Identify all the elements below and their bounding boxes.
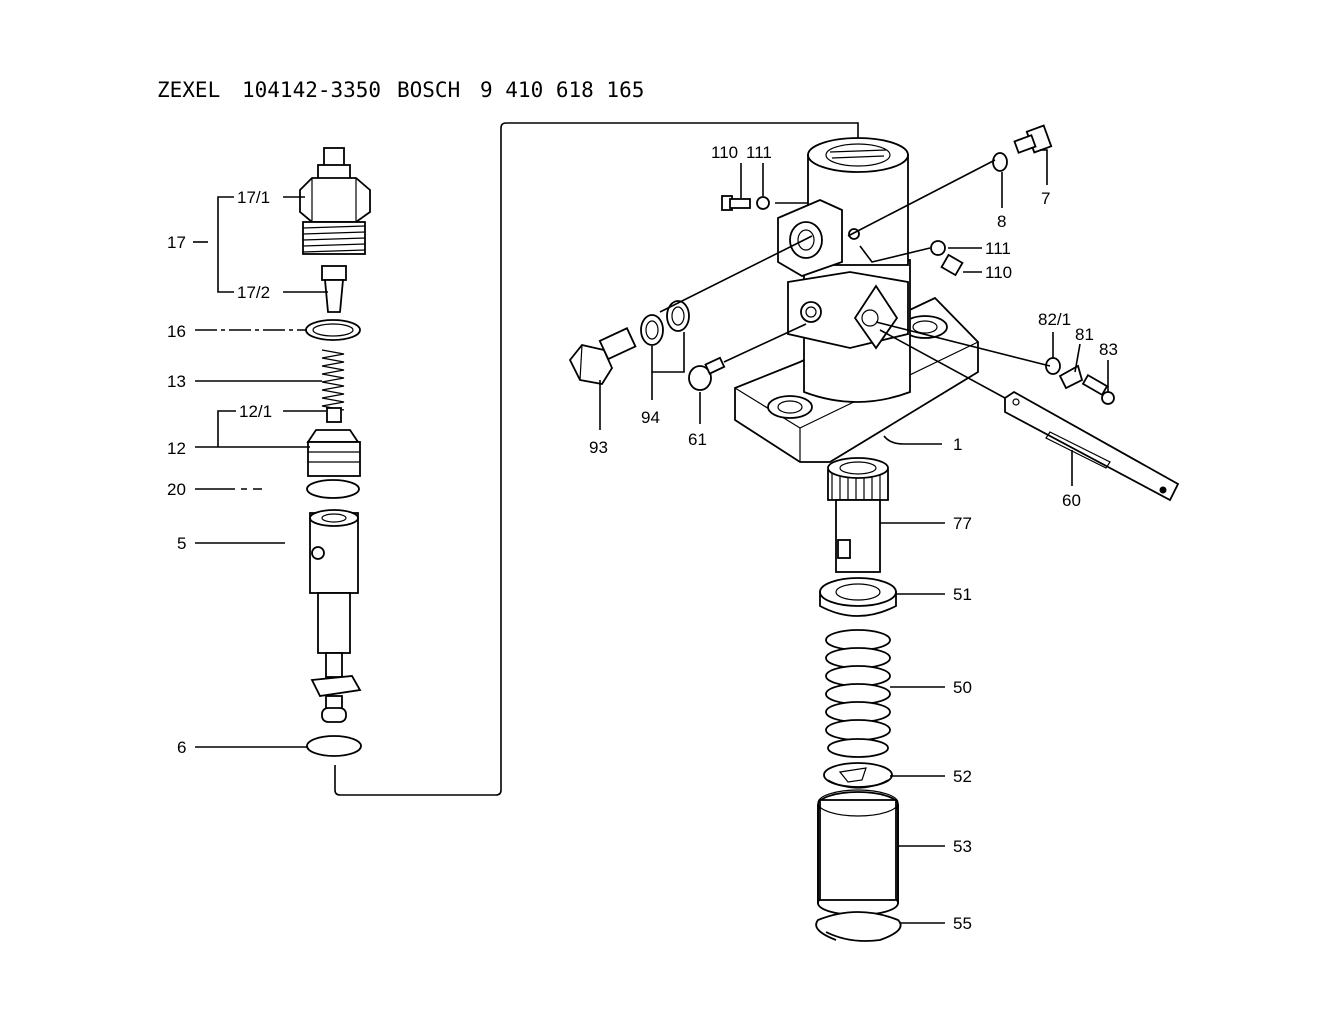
washer-94b <box>666 300 690 332</box>
valve-spring <box>321 349 345 411</box>
callout-110-upper: 110 <box>711 143 738 162</box>
callout-5: 5 <box>177 534 186 553</box>
screw-83 <box>1081 373 1115 405</box>
callout-17-1: 17/1 <box>237 188 270 207</box>
callout-77: 77 <box>953 514 972 533</box>
right-leader-lines <box>599 149 1109 924</box>
washer-8 <box>992 152 1008 172</box>
vent-screw-7 <box>1013 124 1053 154</box>
callout-61: 61 <box>688 430 707 449</box>
diagram-header: ZEXEL 104142-3350 BOSCH 9 410 618 165 <box>157 78 644 102</box>
callout-55: 55 <box>953 914 972 933</box>
screw-110-upper <box>721 195 751 211</box>
assembly-connector-line <box>334 122 859 796</box>
callout-12: 12 <box>167 439 186 458</box>
delivery-valve <box>321 265 347 313</box>
callout-17: 17 <box>167 233 186 252</box>
callout-83: 83 <box>1099 340 1118 359</box>
plunger-spring <box>825 629 891 758</box>
brand-bosch: BOSCH <box>397 78 460 102</box>
callout-111-upper: 111 <box>746 143 772 162</box>
callout-60: 60 <box>1062 491 1081 510</box>
control-sleeve <box>827 457 889 573</box>
plunger-barrel <box>309 509 362 723</box>
zexel-part-number: 104142-3350 <box>242 78 381 102</box>
control-rod <box>1004 390 1180 502</box>
brand-zexel: ZEXEL <box>157 78 220 102</box>
washer-94a <box>640 314 664 346</box>
callout-17-2: 17/2 <box>237 283 270 302</box>
spring-seat-upper <box>819 577 897 617</box>
nut-111-right <box>930 240 946 256</box>
plate-81 <box>1058 364 1084 390</box>
callout-82-1: 82/1 <box>1038 310 1071 329</box>
callout-6: 6 <box>177 738 186 757</box>
callout-94: 94 <box>641 408 660 427</box>
callout-1: 1 <box>953 435 962 454</box>
callout-50: 50 <box>953 678 972 697</box>
right-assembly <box>568 124 1180 942</box>
callout-16: 16 <box>167 322 186 341</box>
callout-51: 51 <box>953 585 972 604</box>
plug-screw <box>688 356 726 391</box>
bosch-part-number: 9 410 618 165 <box>480 78 644 102</box>
tappet <box>817 789 899 916</box>
delivery-valve-holder <box>299 147 371 255</box>
callout-7: 7 <box>1041 189 1050 208</box>
callout-13: 13 <box>167 372 186 391</box>
o-ring-20 <box>306 479 360 499</box>
callout-93: 93 <box>589 438 608 457</box>
callout-labels: 17/1 17 17/2 16 13 12/1 12 20 5 6 110 11… <box>167 143 1118 933</box>
callout-12-1: 12/1 <box>239 402 272 421</box>
callout-53: 53 <box>953 837 972 856</box>
valve-seat <box>306 407 361 477</box>
screw-110-right <box>940 253 964 277</box>
ring-6 <box>306 735 362 757</box>
callout-52: 52 <box>953 767 972 786</box>
circlip <box>815 911 902 942</box>
callout-110-right: 110 <box>985 263 1012 282</box>
nut-111-upper <box>756 196 770 210</box>
callout-81: 81 <box>1075 325 1094 344</box>
callout-20: 20 <box>167 480 186 499</box>
callout-111-right: 111 <box>985 239 1011 258</box>
callout-8: 8 <box>997 212 1006 231</box>
left-assembly <box>299 147 371 757</box>
left-leader-lines <box>193 196 328 748</box>
gasket-16 <box>305 319 361 341</box>
hollow-screw <box>568 327 637 385</box>
spring-seat-lower <box>823 762 893 789</box>
